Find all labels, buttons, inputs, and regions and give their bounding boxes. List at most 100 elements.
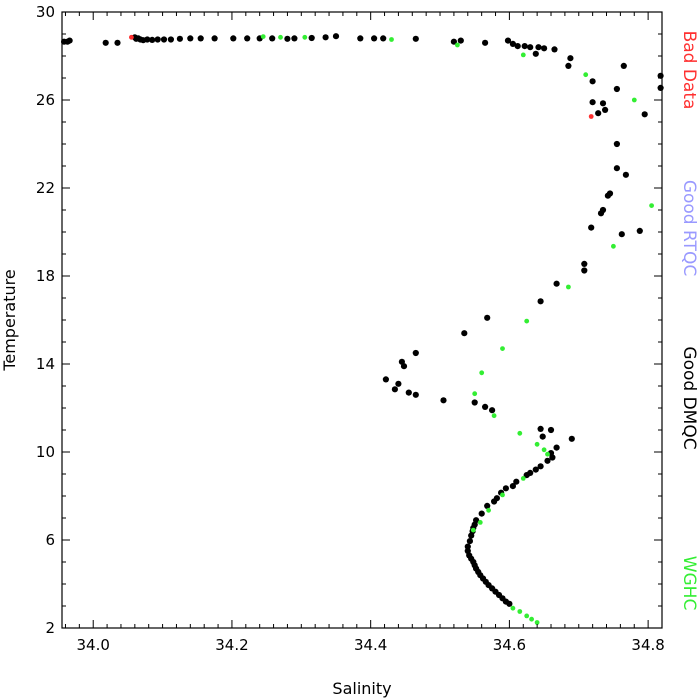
x-tick-label: 34.4: [354, 636, 387, 654]
point-wghc-20: [520, 476, 526, 481]
y-tick-label: 2: [45, 619, 55, 637]
point-wghc-6: [583, 72, 589, 78]
point-good-dmqc-80: [440, 397, 447, 404]
point-good-dmqc-52: [599, 100, 607, 107]
point-wghc-13: [479, 370, 485, 376]
point-wghc-4: [455, 42, 460, 48]
point-good-dmqc-2: [66, 37, 73, 44]
point-good-dmqc-15: [176, 35, 183, 42]
point-good-dmqc-87: [568, 435, 575, 442]
y-tick-label: 18: [36, 267, 55, 285]
point-wghc-17: [534, 441, 540, 447]
point-good-dmqc-4: [114, 39, 121, 46]
point-good-dmqc-50: [613, 85, 621, 93]
point-good-dmqc-20: [244, 35, 251, 42]
x-tick-label: 34.0: [77, 636, 110, 654]
point-good-dmqc-11: [149, 36, 156, 44]
x-tick-label: 34.6: [493, 636, 526, 654]
point-good-dmqc-56: [613, 140, 621, 148]
point-good-dmqc-78: [405, 389, 412, 396]
point-good-dmqc-72: [412, 349, 419, 357]
point-good-dmqc-47: [620, 62, 627, 69]
point-good-dmqc-74: [400, 363, 408, 370]
legend-item-good-dmqc: Good DMQC: [679, 346, 699, 449]
point-good-dmqc-31: [412, 35, 419, 42]
point-good-dmqc-43: [551, 46, 558, 53]
point-good-dmqc-69: [537, 298, 544, 305]
point-wghc-18: [541, 447, 547, 453]
point-good-dmqc-16: [187, 35, 194, 42]
y-tick-label: 6: [45, 531, 55, 549]
point-wghc-11: [524, 318, 530, 324]
point-good-dmqc-40: [535, 44, 542, 51]
point-good-dmqc-127: [506, 600, 513, 607]
point-wghc-14: [472, 391, 478, 397]
point-good-dmqc-25: [308, 34, 315, 42]
point-wghc-12: [500, 346, 505, 351]
point-good-dmqc-19: [230, 35, 237, 42]
point-good-dmqc-79: [412, 391, 419, 398]
point-good-dmqc-90: [549, 454, 556, 461]
point-good-dmqc-68: [553, 280, 560, 287]
point-wghc-16: [517, 430, 523, 436]
point-good-dmqc-85: [547, 426, 555, 434]
point-good-dmqc-86: [539, 433, 546, 440]
point-wghc-9: [611, 243, 616, 249]
point-wghc-21: [500, 492, 505, 498]
point-wghc-5: [520, 52, 526, 58]
legend-item-bad-data: Bad Data: [679, 31, 699, 110]
point-wghc-3: [389, 37, 394, 42]
point-good-dmqc-97: [509, 483, 516, 490]
point-good-dmqc-70: [484, 314, 491, 321]
point-wghc-29: [534, 620, 540, 625]
point-good-dmqc-108: [468, 532, 475, 539]
y-axis-label: Temperature: [0, 269, 19, 371]
point-wghc-1: [278, 34, 283, 40]
point-good-dmqc-36: [509, 40, 516, 48]
point-wghc-19: [545, 451, 550, 457]
point-good-dmqc-98: [502, 485, 509, 492]
point-good-dmqc-39: [527, 44, 534, 51]
y-tick-label: 22: [36, 179, 55, 197]
y-tick-label: 10: [36, 443, 55, 461]
point-good-dmqc-109: [466, 538, 473, 545]
point-good-dmqc-91: [544, 457, 551, 464]
point-good-dmqc-88: [553, 444, 560, 451]
data-points: [61, 33, 664, 625]
point-good-dmqc-18: [211, 35, 218, 42]
point-good-dmqc-10: [144, 36, 151, 43]
point-good-dmqc-26: [322, 34, 329, 41]
point-good-dmqc-77: [391, 386, 398, 393]
point-good-dmqc-34: [482, 39, 489, 46]
point-wghc-26: [517, 609, 523, 614]
legend-item-wghc: WGHC: [679, 556, 699, 611]
point-good-dmqc-84: [537, 425, 544, 432]
point-wghc-15: [491, 413, 497, 419]
point-wghc-27: [524, 613, 530, 619]
point-good-dmqc-67: [581, 267, 588, 274]
y-tick-label: 14: [36, 355, 55, 373]
point-good-dmqc-37: [514, 43, 521, 50]
point-good-dmqc-35: [504, 37, 512, 44]
point-good-dmqc-81: [471, 399, 478, 406]
point-good-dmqc-42: [532, 50, 539, 57]
point-good-dmqc-92: [537, 463, 544, 470]
point-good-dmqc-32: [450, 38, 457, 45]
point-bad-data-1: [588, 114, 594, 119]
point-good-dmqc-30: [380, 35, 387, 42]
x-tick-label: 34.2: [215, 636, 248, 654]
point-good-dmqc-12: [154, 36, 161, 43]
point-good-dmqc-53: [602, 106, 609, 113]
point-good-dmqc-29: [371, 35, 378, 42]
point-wghc-24: [470, 527, 476, 533]
point-good-dmqc-103: [478, 510, 485, 517]
y-tick-label: 30: [36, 3, 55, 21]
point-good-dmqc-60: [604, 192, 612, 199]
point-good-dmqc-22: [269, 35, 276, 42]
point-good-dmqc-65: [636, 227, 643, 234]
